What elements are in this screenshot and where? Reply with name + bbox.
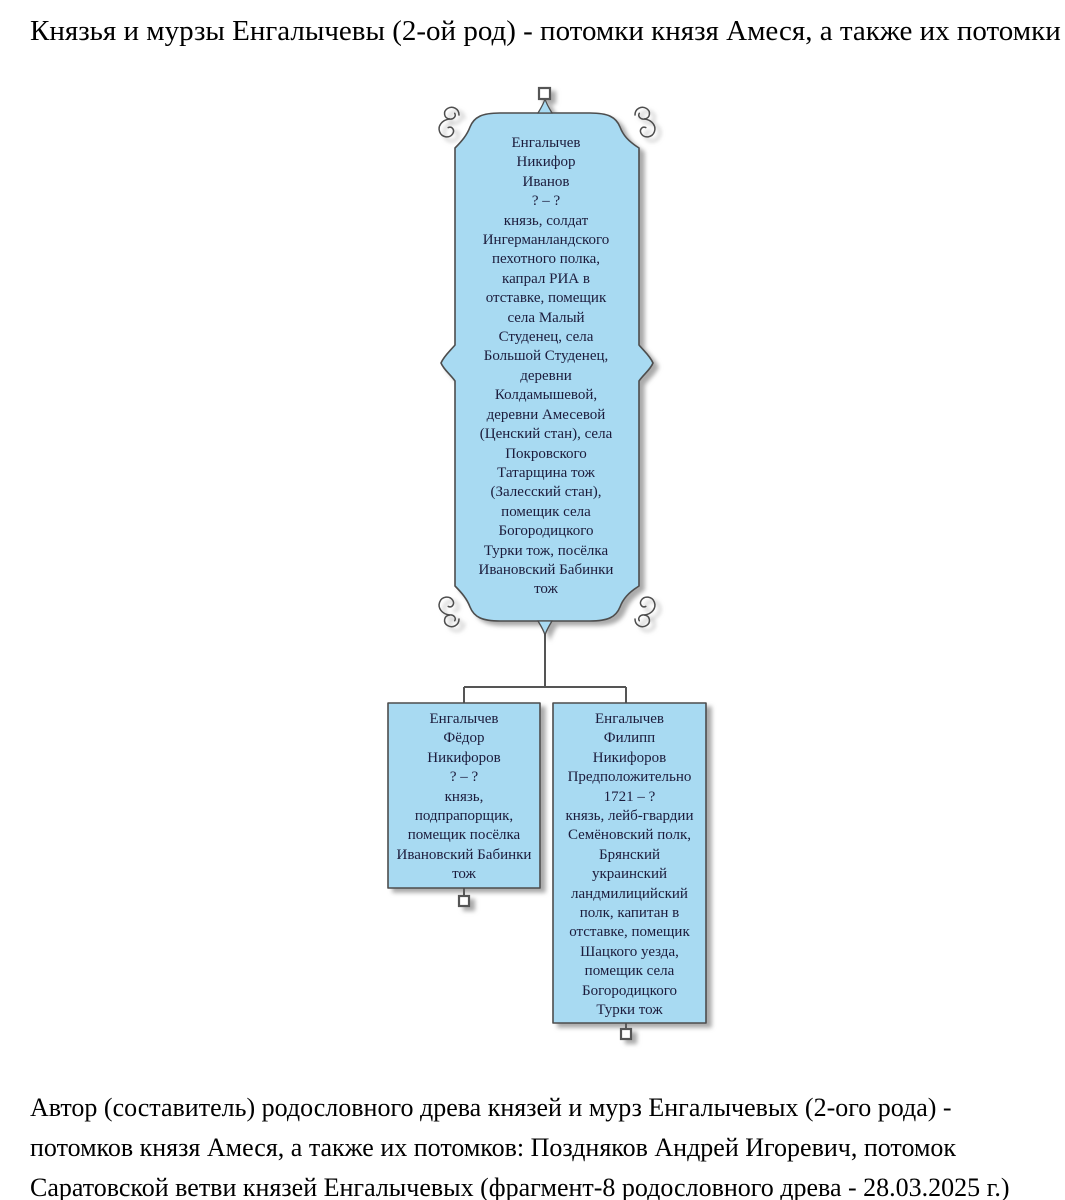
person-dates: Предположительно 1721 – ? bbox=[567, 769, 692, 805]
expand-handle-filipp-icon[interactable] bbox=[619, 1027, 633, 1041]
corner-curl-icon bbox=[634, 106, 656, 138]
expand-handle-fedor-icon[interactable] bbox=[457, 894, 471, 908]
person-node-fedor[interactable] bbox=[387, 702, 541, 889]
person-name: Енгалычев Фёдор Никифоров bbox=[427, 711, 501, 766]
frame-bottom-flare bbox=[536, 620, 554, 638]
page-title: Князья и мурзы Енгалычевы (2-ой род) - п… bbox=[30, 15, 1061, 47]
person-name: Енгалычев Никифор Иванов bbox=[511, 135, 581, 190]
frame-top-flare bbox=[536, 96, 554, 114]
person-name: Енгалычев Филипп Никифоров bbox=[592, 711, 667, 766]
person-card-nikifor[interactable]: Енгалычев Никифор Иванов ? – ? князь, со… bbox=[456, 134, 636, 600]
corner-curl-icon bbox=[634, 596, 656, 628]
author-note: Автор (составитель) родословного древа к… bbox=[30, 1093, 1010, 1200]
person-card-fedor[interactable]: Енгалычев Фёдор Никифоров ? – ? князь, п… bbox=[390, 710, 538, 885]
person-dates: ? – ? bbox=[531, 193, 561, 210]
person-description: князь, солдат Ингерманландского пехотног… bbox=[478, 212, 614, 598]
corner-curl-icon bbox=[438, 106, 460, 138]
person-node-frame-nikifor[interactable] bbox=[440, 112, 654, 622]
person-description: князь, подпрапорщик, помещик посёлка Ива… bbox=[396, 788, 532, 883]
person-card-filipp[interactable]: Енгалычев Филипп Никифоров Предположител… bbox=[555, 710, 704, 1021]
person-dates: ? – ? bbox=[449, 769, 479, 786]
expand-handle-top-icon[interactable] bbox=[537, 86, 552, 101]
person-nodes bbox=[387, 86, 707, 1041]
person-node-filipp[interactable] bbox=[552, 702, 707, 1024]
person-description: князь, лейб-гвардии Семёновский полк, Бр… bbox=[565, 808, 694, 1019]
corner-curl-icon bbox=[438, 596, 460, 628]
